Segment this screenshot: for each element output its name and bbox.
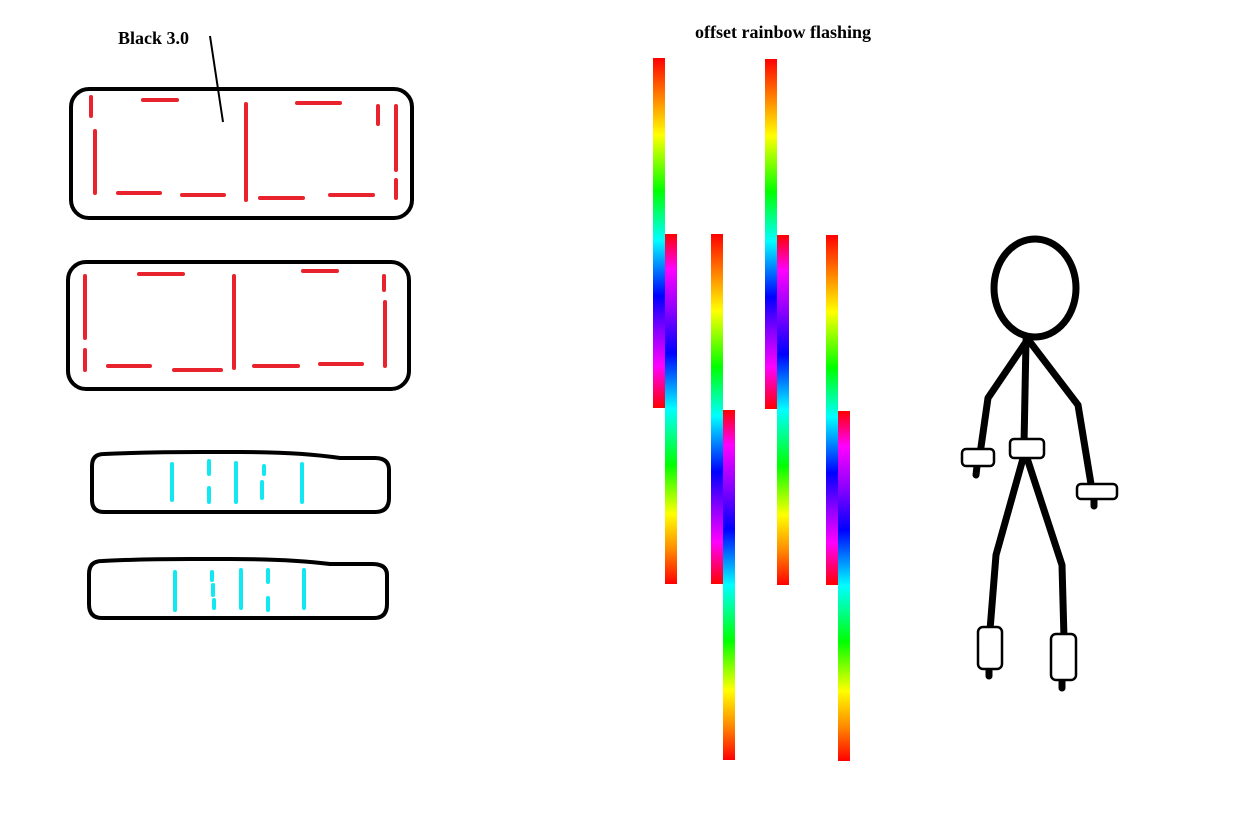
waist-band <box>1008 437 1046 460</box>
led-panel-1 <box>69 87 414 220</box>
rainbow-bar-8 <box>838 411 850 761</box>
led-panel-2 <box>66 260 411 391</box>
wrist-band-right <box>1075 482 1119 501</box>
rainbow-bar-5 <box>765 59 777 409</box>
ankle-band-left <box>976 625 1004 671</box>
rainbow-bar-7 <box>826 235 838 585</box>
rainbow-bar-2 <box>665 234 677 584</box>
rainbow-title: offset rainbow flashing <box>695 22 871 42</box>
label-leader-line <box>209 35 224 123</box>
black-version-label: Black 3.0 <box>118 28 189 48</box>
rainbow-bars <box>653 58 850 761</box>
led-panel-4 <box>87 557 389 620</box>
stick-figure-icon <box>960 235 1119 692</box>
led-panel-3 <box>90 450 391 514</box>
rainbow-bar-6 <box>777 235 789 585</box>
rainbow-bar-4 <box>723 410 735 760</box>
rainbow-bar-3 <box>711 234 723 584</box>
wrist-band-left <box>960 447 996 468</box>
rainbow-bar-1 <box>653 58 665 408</box>
ankle-band-right <box>1049 632 1078 682</box>
